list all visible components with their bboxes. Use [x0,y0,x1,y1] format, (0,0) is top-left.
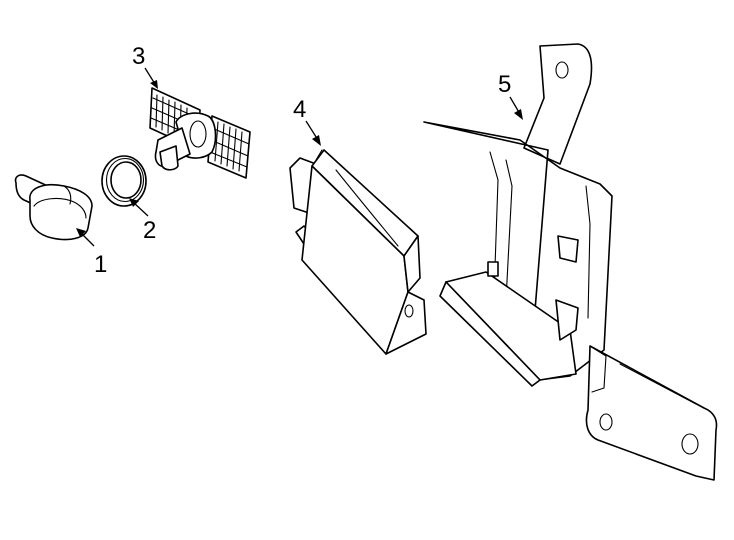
callout-5: 5 [498,71,523,120]
part-4-module [289,149,427,355]
callout-2-label: 2 [143,217,156,244]
callout-5-label: 5 [498,71,511,98]
part-3-holder [149,87,251,179]
callout-1-label: 1 [94,251,107,278]
callout-2: 2 [129,198,156,244]
callout-3: 3 [132,43,158,89]
callout-4-label: 4 [293,96,306,123]
part-2-grommet [101,155,147,207]
callout-1: 1 [76,228,107,278]
part-1-sensor [14,174,93,241]
callout-3-label: 3 [132,43,145,70]
part-5-bracket [423,43,718,481]
callout-4: 4 [293,96,321,146]
